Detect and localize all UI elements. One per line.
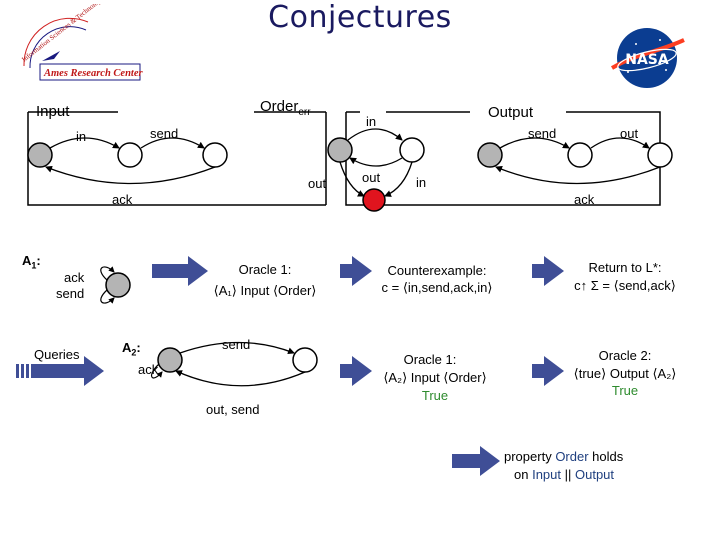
counterexample-line2: c = ⟨in,send,ack,in⟩	[381, 280, 493, 295]
oracle2-line2: ⟨true⟩ Output ⟨A₂⟩	[573, 366, 677, 381]
input-state-2	[202, 142, 228, 168]
output-component	[477, 137, 673, 185]
oracle2-line1: Oracle 2:	[598, 348, 652, 363]
conclusion-order: Order	[555, 449, 589, 464]
order-label-in-right: in	[416, 175, 427, 190]
order-edge-in	[347, 128, 403, 141]
nasa-logo: NASA	[610, 28, 685, 88]
oracle1-a2-line2: ⟨A₂⟩ Input ⟨Order⟩	[383, 370, 487, 385]
a2-loop-ack	[151, 363, 163, 379]
return-to-lstar-line2: c↑ Σ = ⟨send,ack⟩	[574, 278, 676, 293]
a2-label-out-send: out, send	[206, 402, 260, 417]
input-label-send: send	[150, 126, 179, 141]
input-state-0	[27, 142, 53, 168]
output-label-ack: ack	[574, 192, 595, 207]
a1-label-ack: ack	[64, 270, 85, 285]
oracle1-a2-true: True	[421, 388, 449, 403]
order-component-name: Ordererr	[260, 98, 311, 118]
flow-arrow-to-conclusion	[452, 446, 500, 476]
oracle1-a2-line1: Oracle 1:	[403, 352, 457, 367]
order-state-0	[327, 137, 353, 163]
order-label-in: in	[366, 114, 377, 129]
output-state-1	[567, 142, 593, 168]
oracle1-a1-line1: Oracle 1:	[238, 262, 292, 277]
queries-label: Queries	[34, 347, 80, 362]
input-edge-ack	[45, 165, 216, 185]
a2-automaton	[151, 341, 318, 387]
output-state-2	[647, 142, 673, 168]
a2-state-1	[292, 347, 318, 373]
input-edge-in	[49, 137, 120, 149]
input-component-name: Input	[36, 103, 70, 120]
output-edge-ack	[495, 166, 661, 185]
a1-loop-ack	[100, 266, 115, 281]
flow-arrow-to-return	[532, 256, 564, 286]
input-order-box	[27, 111, 327, 206]
a2-state-0	[157, 347, 183, 373]
order-label-out-left: out	[308, 176, 327, 191]
flow-arrow-to-counterexample	[340, 256, 372, 286]
output-label-out: out	[620, 126, 639, 141]
a1-loop-send	[100, 289, 115, 304]
conclusion-line2: on Input || Output	[514, 467, 615, 482]
output-component-name: Output	[488, 104, 534, 121]
a2-edge-send	[179, 341, 295, 355]
flow-arrow-to-oracle2	[532, 356, 564, 386]
a1-state	[105, 272, 131, 298]
order-state-error	[362, 188, 386, 212]
output-edge-out	[590, 137, 650, 149]
oracle1-a1-line2: ⟨A₁⟩ Input ⟨Order⟩	[213, 283, 317, 298]
a1-label-send: send	[56, 286, 85, 301]
order-output-box	[345, 111, 661, 206]
order-state-1	[399, 137, 425, 163]
input-component	[27, 137, 228, 185]
order-name: Order	[260, 98, 299, 115]
page-title: Conjectures	[268, 0, 452, 35]
a2-edge-out-send	[175, 370, 306, 387]
ames-research-center-logo: Information Sciences & Technology Ames R…	[20, 4, 143, 81]
order-edge-out-back	[349, 157, 403, 167]
oracle2-true: True	[611, 383, 639, 398]
a2-label-send: send	[222, 337, 251, 352]
output-state-0	[477, 142, 503, 168]
a1-automaton	[100, 266, 131, 304]
input-label-ack: ack	[112, 192, 133, 207]
flow-arrow-to-oracle1-a2	[340, 356, 372, 386]
order-subscript: err	[298, 107, 311, 118]
order-edge-in-error	[384, 161, 413, 197]
conclusion-output: Output	[574, 467, 615, 482]
order-edge-out-error	[339, 161, 365, 197]
output-label-send: send	[528, 126, 557, 141]
a2-label-ack: ack	[138, 362, 159, 377]
queries-arrow	[16, 356, 104, 386]
order-label-out-bottom: out	[362, 170, 381, 185]
order-component	[327, 128, 425, 212]
flow-arrow-to-oracle1	[152, 256, 208, 286]
return-to-lstar-line1: Return to L*:	[588, 260, 662, 275]
counterexample-line1: Counterexample:	[387, 263, 487, 278]
output-edge-send	[499, 137, 570, 149]
input-edge-send	[140, 137, 205, 149]
a2-label: A2:	[122, 340, 141, 358]
nasa-logo-text: NASA	[625, 52, 669, 68]
ames-logo-name: Ames Research Center	[43, 68, 143, 79]
a1-label: A1:	[22, 253, 41, 271]
input-state-1	[117, 142, 143, 168]
input-label-in: in	[76, 129, 87, 144]
conclusion-input: Input	[532, 467, 561, 482]
conclusion-line1: property Order holds	[504, 449, 624, 464]
